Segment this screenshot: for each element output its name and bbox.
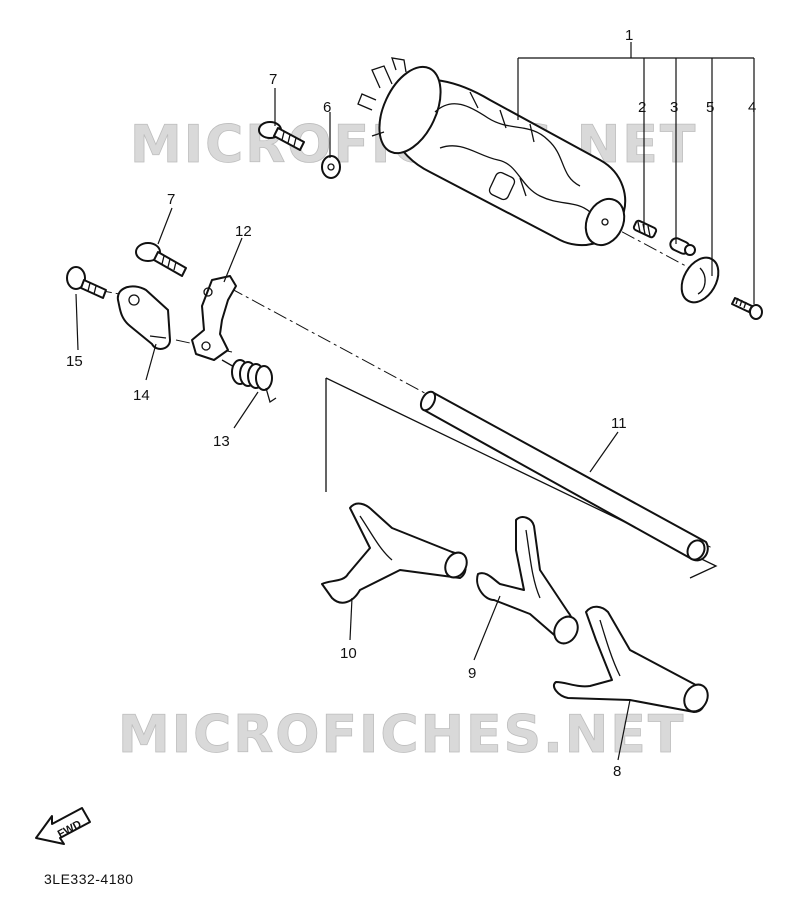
bolt-2 xyxy=(135,242,187,277)
callout-5: 5 xyxy=(706,99,714,116)
callout-14: 14 xyxy=(133,387,150,404)
callout-12: 12 xyxy=(235,223,252,240)
screw xyxy=(731,297,763,320)
segment-pin xyxy=(669,237,696,256)
callout-7b: 7 xyxy=(167,191,175,208)
fork-bracket-lines xyxy=(325,377,718,579)
callout-3: 3 xyxy=(670,99,678,116)
callout-1: 1 xyxy=(625,27,633,44)
callout-8: 8 xyxy=(613,763,621,780)
diagram-code: 3LE332-4180 xyxy=(44,871,134,887)
torsion-spring xyxy=(221,359,277,404)
watermark-bottom: MICROFICHES.NET xyxy=(118,705,685,765)
callout-9: 9 xyxy=(468,665,476,682)
callout-6: 6 xyxy=(323,99,331,116)
callout-15: 15 xyxy=(66,353,83,370)
callout-7a: 7 xyxy=(269,71,277,88)
shift-cam-drum xyxy=(357,57,627,247)
shift-fork-2 xyxy=(476,516,579,645)
stopper-lever xyxy=(191,275,237,361)
pin xyxy=(632,219,658,239)
shift-fork-1 xyxy=(321,502,468,604)
callout-13: 13 xyxy=(213,433,230,450)
segment xyxy=(680,256,720,304)
fwd-arrow-icon: FWD xyxy=(35,807,91,845)
stopper-plate xyxy=(116,285,171,350)
stopper-bolt xyxy=(66,266,107,299)
shift-fork-3 xyxy=(552,605,709,713)
callout-11: 11 xyxy=(611,415,627,432)
callout-10: 10 xyxy=(340,645,357,662)
washer xyxy=(321,155,341,179)
shift-fork-guide-bar xyxy=(419,390,709,562)
callout-4: 4 xyxy=(748,99,756,116)
callout-2: 2 xyxy=(638,99,646,116)
